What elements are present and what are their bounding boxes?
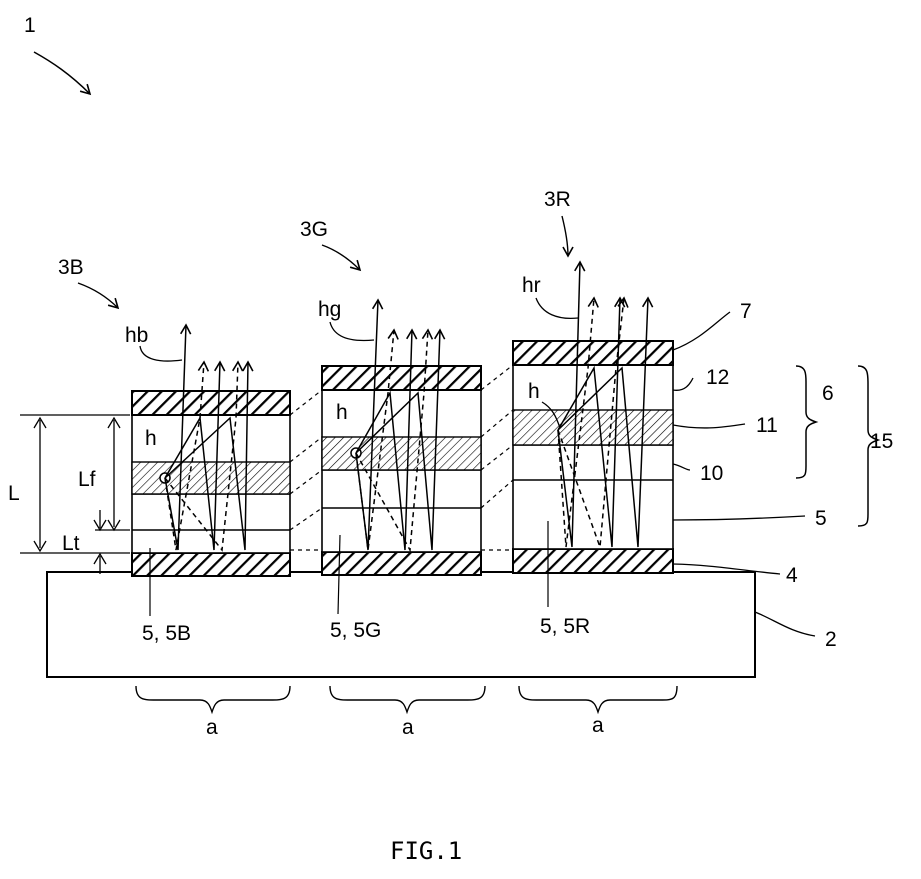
width-bracket-3r [519, 686, 677, 712]
top-electrode-3b [132, 391, 290, 415]
ray-label-3b: hb [125, 324, 148, 347]
width-label-3b: a [206, 716, 218, 739]
layer-label-3b: 5, 5B [142, 622, 191, 645]
layer-label-3r: 5, 5R [540, 615, 590, 638]
group-15-ref: 15 [870, 430, 893, 453]
layer-5-ref: 5 [815, 507, 827, 530]
dimension-upper-label: Lf [78, 468, 96, 491]
top-electrode-3r [513, 341, 673, 365]
device-ref-arrow [34, 52, 90, 94]
width-bracket-3g [330, 686, 485, 712]
ray-label-3r: hr [522, 274, 541, 297]
source-label-3g: h [336, 401, 348, 424]
bottom-electrode-ref: 4 [786, 564, 798, 587]
device-ref-label: 1 [24, 14, 36, 37]
source-label-3r: h [528, 380, 540, 403]
brace-group-6 [796, 366, 816, 478]
dimension-total-label: L [8, 482, 20, 505]
bottom-electrode-3r [513, 549, 673, 573]
emitting-layer-3b [132, 462, 290, 494]
bottom-electrode-3g [322, 552, 481, 575]
ray-label-3g: hg [318, 298, 341, 321]
emitting-layer-3r [513, 410, 673, 445]
reference-leaders [673, 312, 805, 574]
emitting-layer-3g [322, 437, 481, 470]
width-label-3g: a [402, 716, 414, 739]
top-electrode-ref: 7 [740, 300, 752, 323]
width-bracket-3b [136, 686, 290, 712]
group-6-ref: 6 [822, 382, 834, 405]
pixel-ref-3b: 3B [58, 256, 84, 279]
dimension-lower-label: Lt [62, 532, 80, 555]
substrate-ref-label: 2 [825, 628, 837, 651]
width-label-3r: a [592, 714, 604, 737]
source-label-3b: h [145, 427, 157, 450]
figure-caption: FIG.1 [390, 837, 462, 865]
top-electrode-3g [322, 366, 481, 390]
bottom-electrode-3b [132, 553, 290, 576]
layer-10-ref: 10 [700, 462, 723, 485]
pixel-ref-3g: 3G [300, 218, 328, 241]
pixel-ref-3r: 3R [544, 188, 571, 211]
layer-label-3g: 5, 5G [330, 619, 381, 642]
layer-12-ref: 12 [706, 366, 729, 389]
layer-11-ref: 11 [756, 414, 778, 437]
substrate-leader [755, 612, 815, 636]
